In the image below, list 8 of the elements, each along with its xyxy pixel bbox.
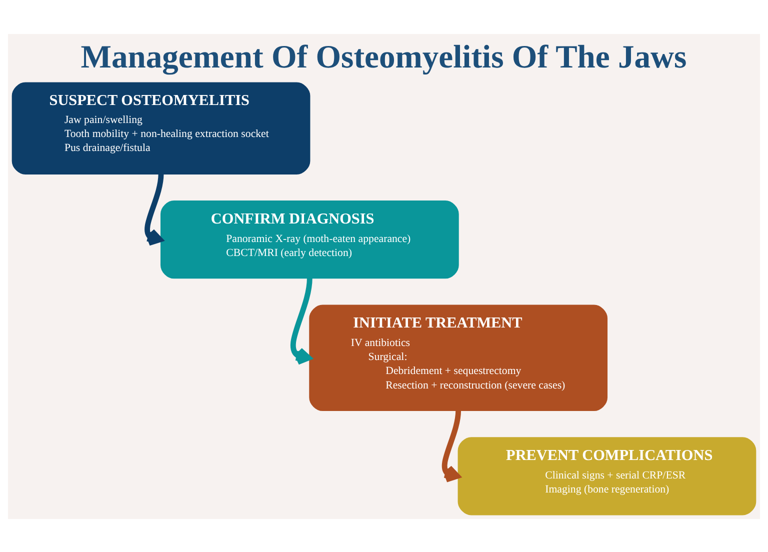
node-box: CONFIRM DIAGNOSIS Panoramic X-ray (moth-eaten appearance) CBCT/MRI (early detection) bbox=[160, 200, 459, 278]
node-box: PREVENT COMPLICATIONS Clinical signs + serial CRP/ESR Imaging (bone regeneration) bbox=[458, 436, 756, 515]
diagram-title: Management Of Osteomyelitis Of The Jaws bbox=[80, 39, 687, 76]
node-box: INITIATE TREATMENT IV antibiotics Surgical: Debridement + sequestrectomy Resection + reconstruction (severe cases) bbox=[309, 304, 608, 411]
arrow bbox=[290, 277, 312, 364]
arrow bbox=[442, 410, 462, 482]
node-box: SUSPECT OSTEOMYELITIS Jaw pain/swelling Tooth mobility + non-healing extraction socket Pus drainage/fistula bbox=[12, 82, 310, 174]
arrow bbox=[144, 173, 164, 246]
